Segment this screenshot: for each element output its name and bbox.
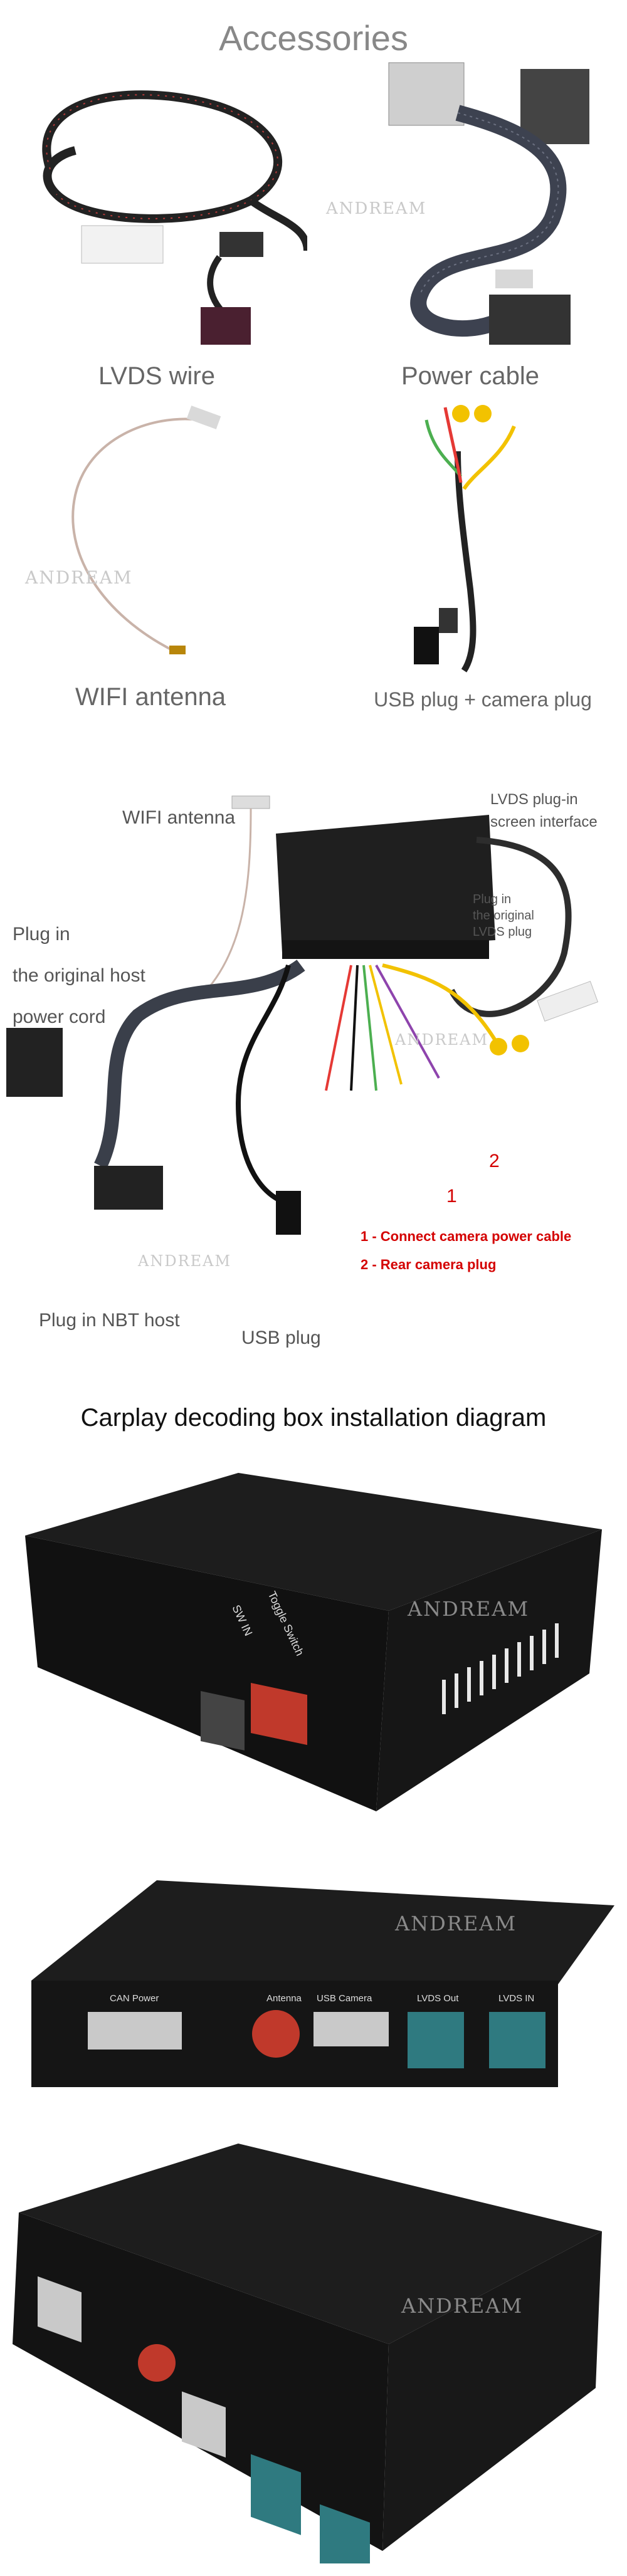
accessory-caption-usb-camera-plug: USB plug + camera plug — [374, 688, 592, 711]
accessory-caption-wifi-antenna: WIFI antenna — [75, 683, 226, 711]
label-host-power-line3: power cord — [13, 1007, 106, 1027]
label-host-power-line2: the original host — [13, 965, 145, 986]
lvds-wire-image — [42, 90, 307, 345]
watermark: ANDREAM — [395, 1912, 517, 1935]
label-usb-plug: USB plug — [241, 1327, 321, 1348]
label-wifi-antenna: WIFI antenna — [122, 807, 236, 828]
label-lvds-plugin-line1: LVDS plug-in — [490, 791, 578, 808]
watermark: ANDREAM — [25, 567, 133, 588]
box-label-usb-camera: USB Camera — [317, 1993, 372, 2004]
watermark: ANDREAM — [395, 1031, 489, 1049]
wifi-antenna-image — [71, 406, 221, 654]
accessory-caption-lvds-wire: LVDS wire — [98, 362, 215, 390]
marker-1: 1 — [446, 1186, 457, 1207]
watermark: ANDREAM — [326, 199, 427, 218]
label-host-power-line1: Plug in — [13, 924, 70, 945]
note-camera-power: 1 - Connect camera power cable — [361, 1228, 572, 1244]
label-plug-original-line3: LVDS plug — [473, 925, 532, 939]
usb-camera-plug-image — [414, 405, 516, 673]
label-lvds-plugin-line2: screen interface — [490, 814, 598, 830]
box-label-antenna: Antenna — [266, 1993, 302, 2004]
installation-diagram-image — [6, 795, 599, 1235]
accessory-caption-power-cable: Power cable — [401, 362, 540, 390]
decoder-box-view-top — [25, 1473, 602, 1811]
watermark: ANDREAM — [408, 1597, 530, 1621]
box-label-lvds-out: LVDS Out — [417, 1993, 459, 2004]
label-nbt-host: Plug in NBT host — [39, 1310, 180, 1331]
power-cable-image — [388, 62, 589, 345]
box-label-can-power: CAN Power — [110, 1993, 159, 2004]
note-rear-camera: 2 - Rear camera plug — [361, 1257, 497, 1272]
label-plug-original-line1: Plug in — [473, 893, 512, 906]
installation-title: Carplay decoding box installation diagra… — [80, 1404, 547, 1432]
watermark: ANDREAM — [138, 1252, 232, 1270]
box-label-lvds-in: LVDS IN — [498, 1993, 535, 2004]
watermark: ANDREAM — [401, 2294, 524, 2318]
label-plug-original-line2: the original — [473, 909, 534, 923]
decoder-box-view-front — [31, 1880, 614, 2087]
marker-2: 2 — [489, 1151, 500, 1171]
accessories-title: Accessories — [219, 18, 408, 58]
decoder-box-view-angled — [13, 2144, 602, 2563]
